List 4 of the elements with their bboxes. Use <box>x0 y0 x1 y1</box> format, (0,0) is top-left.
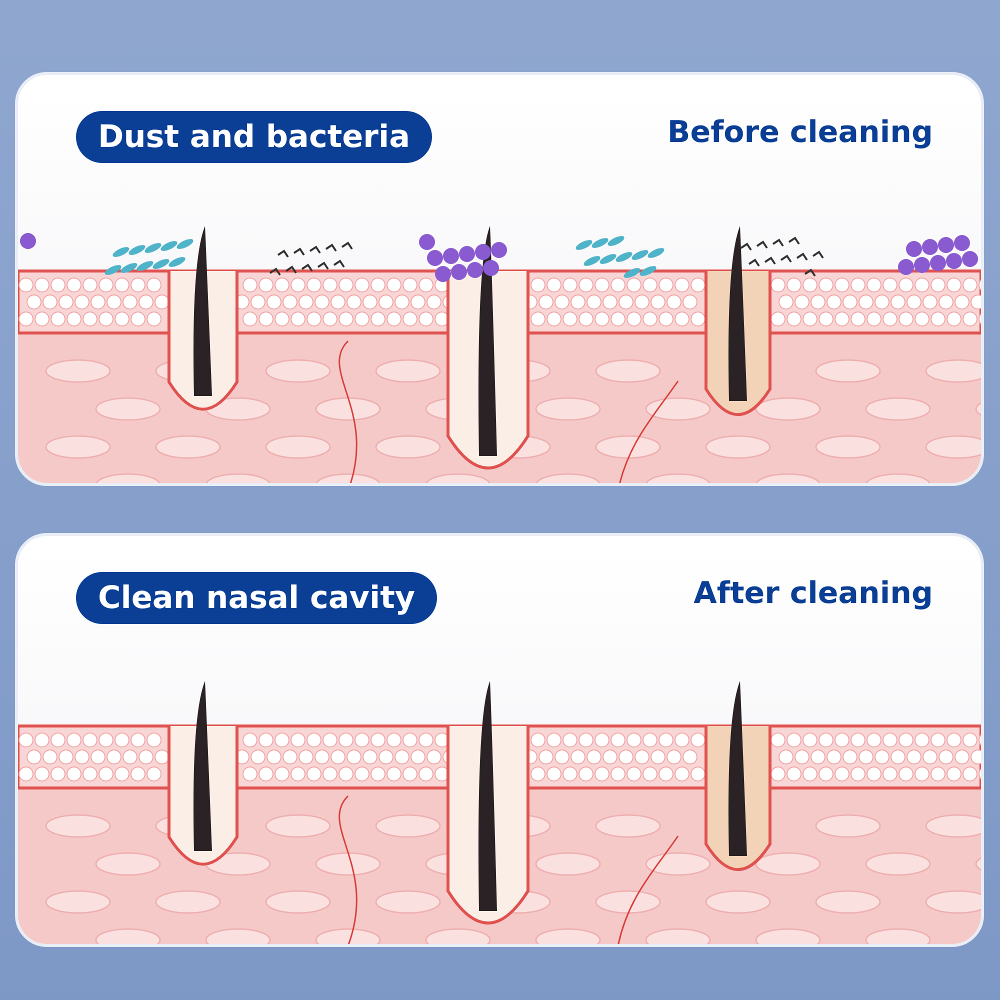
title-badge: Clean nasal cavity <box>76 572 438 624</box>
heading-label: Before cleaning <box>667 115 933 150</box>
heading-label: After cleaning <box>694 576 933 611</box>
title-badge: Dust and bacteria <box>76 111 432 163</box>
